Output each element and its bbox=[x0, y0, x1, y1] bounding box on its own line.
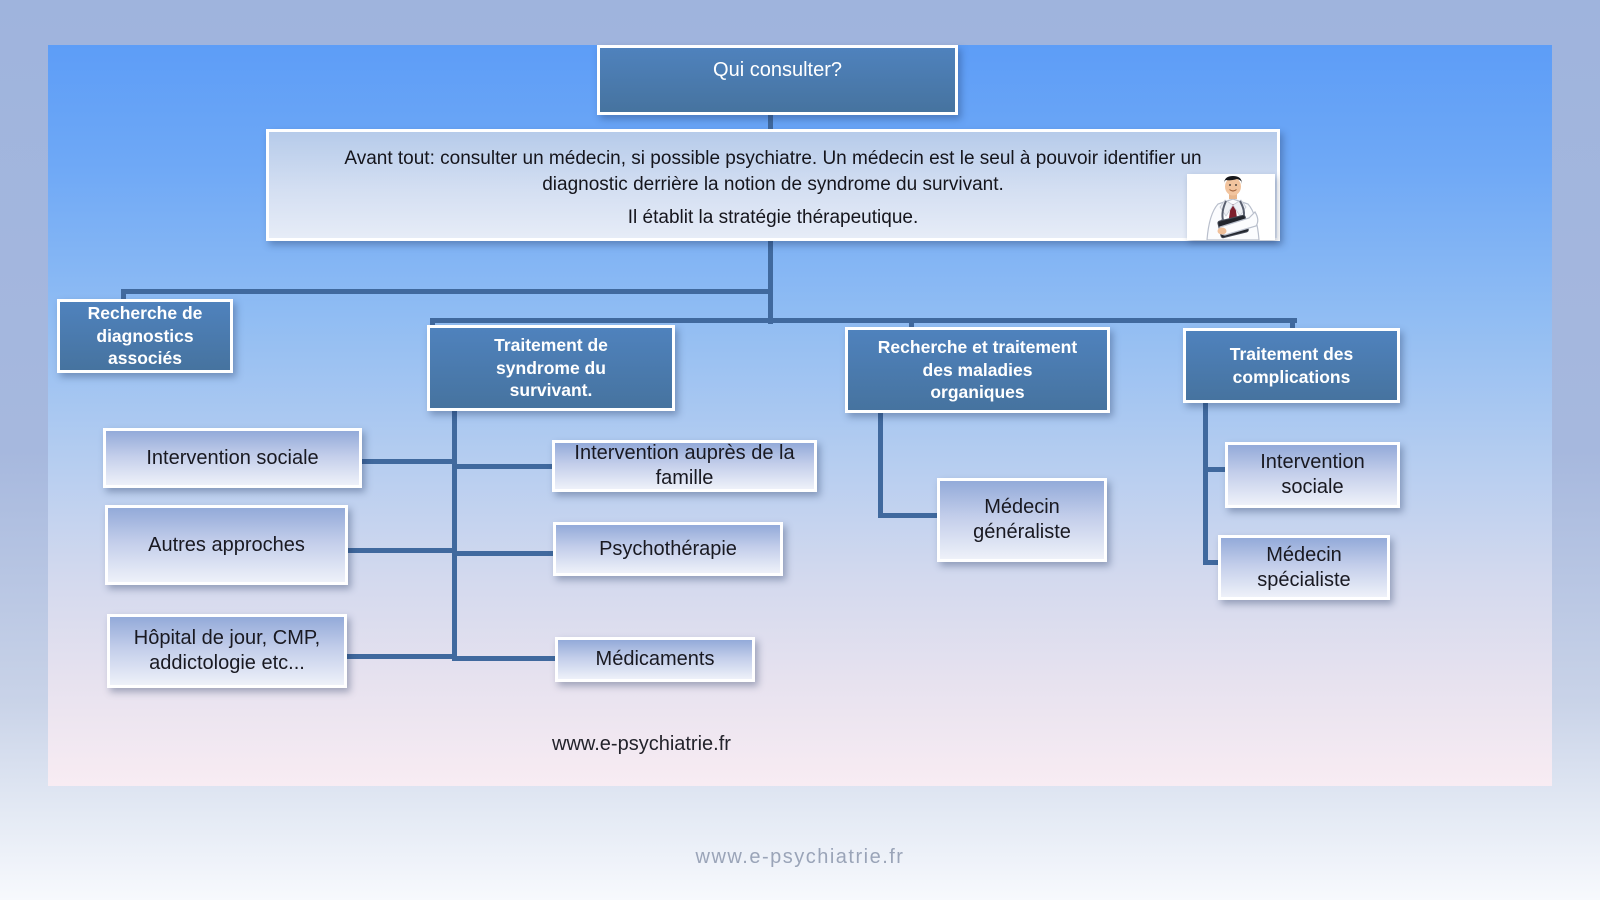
footer-watermark: www.e-psychiatrie.fr bbox=[695, 846, 905, 868]
edge-syndrome-left-3 bbox=[338, 654, 454, 659]
node-traitement-complications: Traitement des complications bbox=[1183, 328, 1400, 403]
node-intervention-famille: Intervention auprès de la famille bbox=[552, 440, 817, 492]
edge-root-to-intro bbox=[768, 113, 773, 131]
edge-syndrome-right-2 bbox=[455, 551, 555, 556]
node-medicaments: Médicaments bbox=[555, 637, 755, 682]
edge-intro-trunk bbox=[768, 239, 773, 324]
node-intervention-sociale-2: Intervention sociale bbox=[1225, 442, 1400, 508]
node-hopital-de-jour: Hôpital de jour, CMP, addictologie etc..… bbox=[107, 614, 347, 688]
edge-stub-organiques bbox=[909, 318, 914, 329]
node-medecin-specialiste: Médecin spécialiste bbox=[1218, 535, 1390, 600]
node-qui-consulter: Qui consulter? bbox=[597, 45, 958, 115]
node-label: Qui consulter? bbox=[713, 59, 842, 81]
edge-organiques-trunk bbox=[878, 411, 883, 518]
edge-syndrome-trunk bbox=[452, 409, 457, 661]
node-label: Médecin spécialiste bbox=[1257, 543, 1351, 591]
edge-branch-row-lower bbox=[430, 318, 1297, 323]
node-recherche-organiques: Recherche et traitement des maladies org… bbox=[845, 327, 1110, 413]
edge-complications-branch-2 bbox=[1203, 560, 1225, 565]
node-label: Traitement des complications bbox=[1229, 343, 1354, 387]
node-medecin-generaliste: Médecin généraliste bbox=[937, 478, 1107, 562]
node-label: Recherche de diagnostics associés bbox=[87, 302, 203, 369]
node-psychotherapie: Psychothérapie bbox=[553, 522, 783, 576]
intro-paragraph-2: Il établit la stratégie thérapeutique. bbox=[627, 207, 919, 229]
edge-complications-trunk bbox=[1203, 401, 1208, 565]
node-label: Recherche et traitement des maladies org… bbox=[877, 336, 1078, 403]
edge-organiques-elbow bbox=[878, 513, 939, 518]
node-label: Hôpital de jour, CMP, addictologie etc..… bbox=[133, 627, 321, 674]
node-intervention-sociale: Intervention sociale bbox=[103, 428, 362, 488]
doctor-clipart-icon bbox=[1187, 174, 1275, 241]
node-recherche-diagnostics: Recherche de diagnostics associés bbox=[57, 299, 233, 373]
node-label: Médicaments bbox=[595, 648, 715, 670]
node-label: Psychothérapie bbox=[599, 537, 737, 560]
slide-watermark: www.e-psychiatrie.fr bbox=[552, 733, 731, 755]
edge-syndrome-right-3 bbox=[452, 656, 557, 661]
node-label: Autres approches bbox=[148, 533, 305, 556]
edge-syndrome-left-1 bbox=[360, 459, 454, 464]
doctor-illustration bbox=[1187, 174, 1275, 241]
edge-stub-syndrome bbox=[430, 318, 435, 328]
intro-paragraph-1: Avant tout: consulter un médecin, si pos… bbox=[344, 148, 1202, 196]
node-label: Intervention sociale bbox=[146, 446, 319, 469]
node-autres-approches: Autres approches bbox=[105, 505, 348, 585]
edge-syndrome-right-1 bbox=[455, 464, 554, 469]
node-label: Traitement de syndrome du survivant. bbox=[494, 334, 608, 401]
edge-branch-row-upper bbox=[121, 289, 773, 294]
edge-stub-complications bbox=[1290, 318, 1295, 331]
node-label: Intervention auprès de la famille bbox=[574, 442, 795, 489]
edge-syndrome-left-2 bbox=[346, 548, 454, 553]
node-label: Médecin généraliste bbox=[973, 496, 1071, 543]
edge-complications-branch-1 bbox=[1203, 467, 1228, 472]
edge-stub-diagnostics bbox=[121, 289, 126, 301]
node-traitement-syndrome: Traitement de syndrome du survivant. bbox=[427, 325, 675, 411]
intro-box: Avant tout: consulter un médecin, si pos… bbox=[266, 129, 1280, 241]
node-label: Intervention sociale bbox=[1260, 451, 1365, 498]
